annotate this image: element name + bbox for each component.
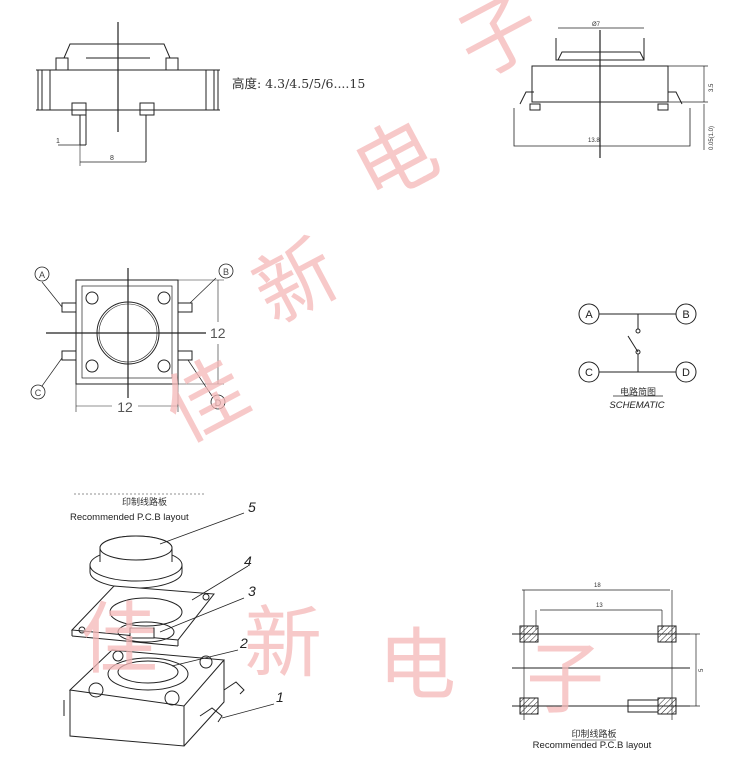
dim-base-width: 13.8 [588,138,600,144]
callout-1: 1 [276,689,284,705]
callout-4: 4 [244,553,252,569]
watermark-char-5: 佳 [80,595,158,685]
pin-label-b: B [223,267,229,277]
exploded-view [63,493,275,747]
schematic-node-a: A [585,309,593,321]
schematic-node-c: C [585,367,593,379]
dim-top-diameter: Ø7 [592,22,601,28]
exploded-pcb-cn: 印制线路板 [122,496,167,508]
pcb-layout [512,589,700,741]
dim-height-12: 12 [210,325,226,341]
top-view [30,263,234,412]
pin-label-c: C [35,388,42,398]
dim-pin-width: 1 [56,138,60,145]
watermark-char-2: 新 [239,222,353,342]
pin-label-a: A [39,270,45,280]
dim-width-12: 12 [117,399,133,415]
watermark-char-1: 佳 [149,340,263,460]
schematic-title-en: SCHEMATIC [609,400,664,411]
callout-2: 2 [239,635,248,651]
watermark-bottom: 佳 新 电 子 [80,595,604,725]
watermark-char-8: 子 [526,635,604,725]
pcb-dim-side: 5 [699,668,705,672]
pin-label-d: D [215,398,222,408]
callout-3: 3 [248,583,256,599]
schematic-title-cn: 电路简图 [620,386,656,398]
schematic-node-b: B [682,309,689,321]
side-view [36,22,220,166]
pcb-dim-inner: 13 [596,603,603,609]
watermark-char-3: 电 [339,101,453,221]
watermark-char-6: 新 [244,599,322,689]
height-note: 高度: 4.3/4.5/5/6....15 [232,76,365,91]
right-side-view [513,27,708,158]
dim-height-2: 0.05(1.0) [709,126,715,150]
schematic-node-d: D [682,367,690,379]
callout-5: 5 [248,499,256,515]
watermark-top: 佳 新 电 子 [149,0,557,460]
watermark-char-7: 电 [378,621,456,711]
dim-height-1: 3.5 [709,83,715,92]
watermark-char-4: 子 [442,0,556,96]
schematic [578,303,697,397]
pcb-label-en: Recommended P.C.B layout [533,740,652,751]
exploded-pcb-en: Recommended P.C.B layout [70,512,189,523]
dim-pin-pitch: 8 [110,155,114,162]
pcb-dim-outer: 18 [594,583,601,589]
pcb-label-cn: 印制线路板 [571,728,616,740]
